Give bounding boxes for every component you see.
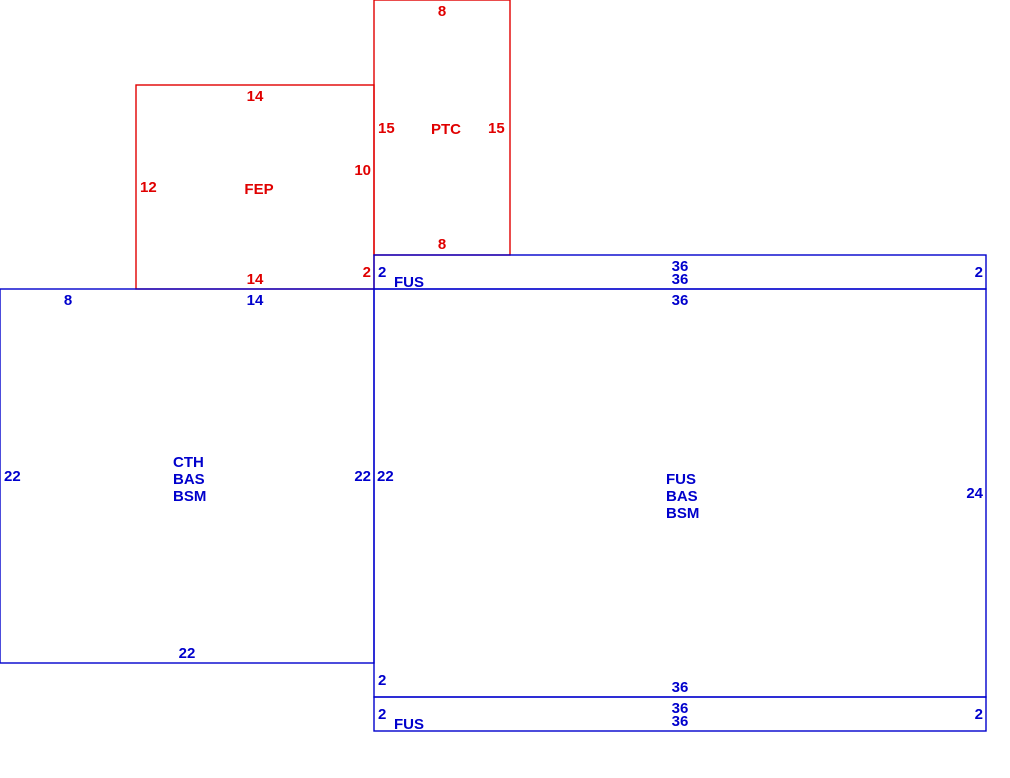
room-fus-top-strip-bottom-dim: 36 [672, 271, 689, 288]
room-fus-bottom-strip-right-dim: 2 [975, 706, 983, 723]
room-fus-top-strip-right-dim: 2 [975, 264, 983, 281]
room-fus-main-right-dim: 24 [966, 485, 983, 502]
room-fep-top-dim: 14 [247, 88, 264, 105]
room-ptc-right-dim: 15 [488, 120, 505, 137]
room-cth-name-line-3: BSM [173, 488, 206, 505]
room-cth-top-left-dim: 8 [64, 292, 72, 309]
room-fus-main-name-line-3: BSM [666, 505, 699, 522]
room-fus-bottom-strip-name: FUS [394, 716, 424, 733]
room-fus-top-strip-top-dim: 36 [672, 258, 689, 275]
room-cth-name-line-1: CTH [173, 454, 204, 471]
room-cth-right-dim: 22 [354, 468, 371, 485]
room-fus-main-left-dim: 22 [377, 468, 394, 485]
room-fus-top-strip-name: FUS [394, 274, 424, 291]
room-fus-main-bottom-dim: 36 [672, 679, 689, 696]
room-fus-main-top-dim: 36 [672, 292, 689, 309]
room-cth-left-dim: 22 [4, 468, 21, 485]
room-fus-bottom-strip-top-dim: 36 [672, 700, 689, 717]
room-fus-bottom-strip-outline [373, 696, 987, 732]
room-cth-name-line-2: BAS [173, 471, 205, 488]
room-ptc-left-dim: 15 [378, 120, 395, 137]
room-fep-name: FEP [244, 181, 273, 198]
room-fus-main-bottom-left-dim: 2 [378, 672, 386, 689]
room-ptc-bottom-dim: 8 [438, 236, 446, 253]
room-cth-top-dim: 14 [247, 292, 264, 309]
room-ptc-name: PTC [431, 121, 461, 138]
room-fus-main-name-line-1: FUS [666, 471, 696, 488]
room-fus-bottom-strip: FUS 2 36 36 2 [373, 696, 987, 733]
room-fep-bottom-dim: 14 [247, 271, 264, 288]
room-fep: FEP 14 12 10 14 2 [135, 84, 375, 290]
room-ptc-top-dim: 8 [438, 3, 446, 20]
room-fus-bottom-strip-bottom-dim: 36 [672, 713, 689, 730]
room-cth: CTH BAS BSM 8 14 22 22 22 [0, 288, 375, 664]
room-fep-left-dim: 12 [140, 179, 157, 196]
room-fus-bottom-strip-left-dim: 2 [378, 706, 386, 723]
room-fus-main: FUS BAS BSM 36 22 24 36 2 [373, 288, 987, 698]
room-fep-corner-dim: 2 [363, 264, 371, 281]
room-fep-right-dim: 10 [354, 162, 371, 179]
room-fus-top-strip-left-dim: 2 [378, 264, 386, 281]
room-cth-bottom-dim: 22 [179, 645, 196, 662]
room-fus-top-strip: FUS 2 36 36 2 [373, 254, 987, 291]
room-ptc: PTC 8 15 15 8 [373, 0, 511, 256]
room-fus-main-name-line-2: BAS [666, 488, 698, 505]
